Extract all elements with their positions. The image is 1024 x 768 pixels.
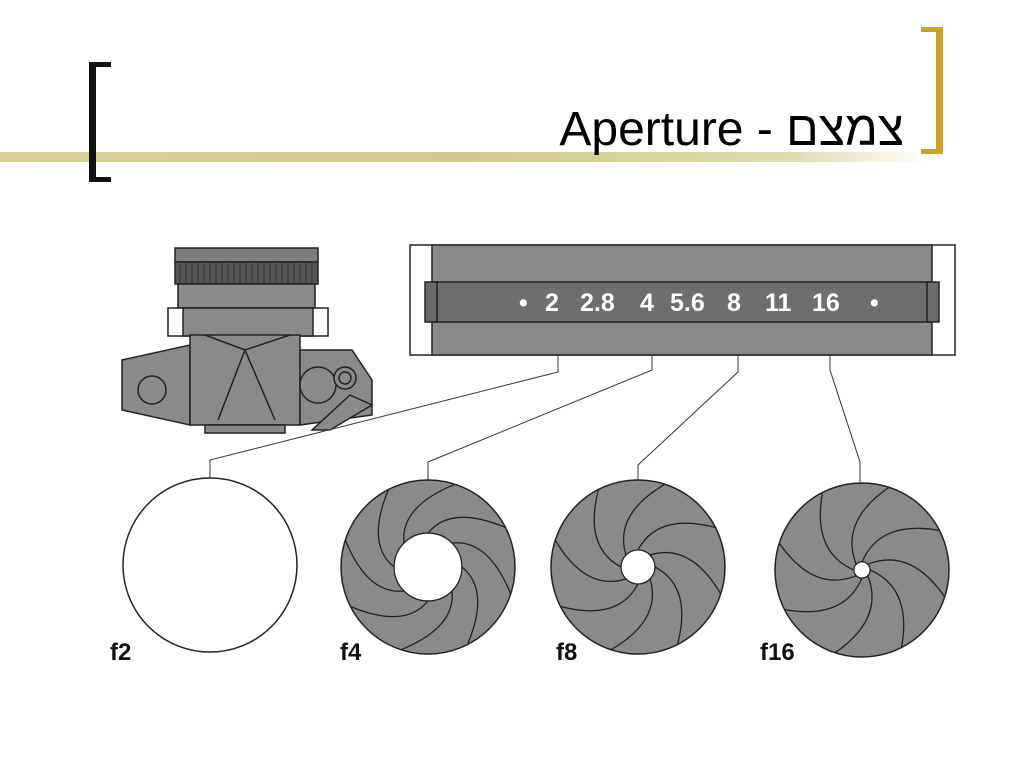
scale-stop-8: 8 xyxy=(727,289,741,317)
blade-edge xyxy=(637,522,716,551)
aperture-diagrams xyxy=(122,477,950,658)
blade-edge xyxy=(400,590,453,651)
blade-edge xyxy=(867,559,946,598)
blade-edge xyxy=(560,583,639,612)
scale-stop-11: 11 xyxy=(765,289,792,317)
lens-aperture-ring xyxy=(409,244,956,356)
left-bracket-decoration xyxy=(89,62,111,182)
aperture-f8 xyxy=(550,479,726,655)
aperture-label-f16: f16 xyxy=(760,639,795,666)
blade-edge xyxy=(610,578,654,651)
aperture-opening xyxy=(620,549,656,585)
scale-dot-left: • xyxy=(519,289,528,317)
blade-edge xyxy=(403,483,456,544)
blade-edge xyxy=(554,539,627,583)
scale-stop-2: 2 xyxy=(545,289,559,317)
blade-edge xyxy=(819,492,855,571)
aperture-label-f8: f8 xyxy=(556,639,577,666)
blade-edge xyxy=(377,489,395,568)
aperture-f16 xyxy=(774,482,950,658)
aperture-label-f2: f2 xyxy=(110,639,131,666)
title-underline-bar xyxy=(0,152,930,162)
blade-edge xyxy=(593,489,622,568)
blade-edge xyxy=(622,483,666,556)
aperture-label-f4: f4 xyxy=(340,639,362,666)
blade-edge xyxy=(851,486,890,565)
blade-edge xyxy=(344,539,405,592)
blade-edge xyxy=(834,575,873,654)
aperture-scale: • 2 2.8 4 5.6 8 11 16 • xyxy=(519,289,879,317)
scale-dot-right: • xyxy=(870,289,879,317)
blade-edge xyxy=(461,566,479,645)
leader-lines xyxy=(209,355,861,482)
open-aperture-circle xyxy=(122,477,298,653)
aperture-opening xyxy=(393,532,463,602)
blade-edge xyxy=(427,516,506,534)
blade-edge xyxy=(778,542,857,581)
aperture-f2 xyxy=(122,477,298,653)
slide-title: Aperture - צמצם xyxy=(559,103,904,156)
blade-edge xyxy=(861,527,940,563)
camera-top-view xyxy=(121,247,374,434)
scale-stop-5-6: 5.6 xyxy=(670,289,705,317)
blade-edge xyxy=(350,600,429,618)
aperture-opening xyxy=(853,561,871,579)
scale-stop-16: 16 xyxy=(812,289,840,317)
aperture-f4 xyxy=(340,479,516,655)
blade-edge xyxy=(869,569,905,648)
blade-edge xyxy=(649,551,722,595)
right-bracket-decoration xyxy=(921,27,943,154)
blade-edge xyxy=(451,542,512,595)
scale-stop-4: 4 xyxy=(640,289,654,317)
blade-edge xyxy=(784,577,863,613)
scale-stop-2-8: 2.8 xyxy=(580,289,615,317)
blade-edge xyxy=(654,566,683,645)
